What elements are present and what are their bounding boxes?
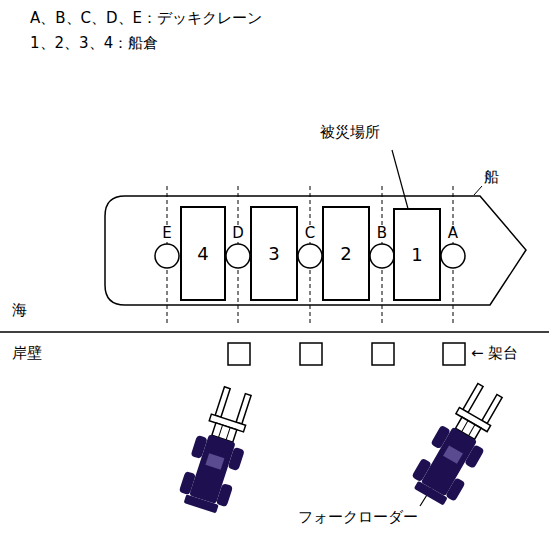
- crane-circle: [368, 242, 396, 270]
- stands: [228, 343, 465, 365]
- cargo-hold: 3: [250, 206, 298, 301]
- deck-crane: A: [439, 226, 467, 270]
- crane-circle: [153, 242, 181, 270]
- forklift: [407, 378, 512, 510]
- crane-circle: [439, 242, 467, 270]
- area-label: 岸壁: [12, 345, 42, 362]
- seawall-line: [0, 331, 549, 333]
- hold-number: 4: [197, 243, 208, 264]
- legend-line: A、B、C、D、E：デッキクレーン: [30, 10, 262, 27]
- crane-letter: E: [161, 226, 172, 241]
- crane-letter: B: [376, 226, 388, 241]
- cargo-hold: 2: [322, 206, 370, 301]
- vehicle-label: フォークローダー: [298, 509, 418, 526]
- cargo-hold: 4: [180, 206, 226, 301]
- area-label: 海: [12, 302, 27, 319]
- pointer-arrow: [392, 150, 410, 216]
- crane-letter: C: [304, 226, 316, 241]
- ship-hull: [105, 196, 526, 305]
- hold-number: 2: [340, 243, 351, 264]
- leader-line: [474, 186, 482, 195]
- crane-letter: D: [231, 226, 245, 241]
- stand-label: ← 架台: [471, 345, 518, 362]
- ship-label: 船: [484, 169, 499, 186]
- crane-lines: [167, 186, 453, 326]
- hold-number: 1: [411, 244, 422, 265]
- deck-crane: C: [296, 226, 324, 270]
- hold-number: 3: [268, 243, 279, 264]
- deck-crane: B: [368, 226, 396, 270]
- deck-crane: D: [224, 226, 252, 270]
- crane-circle: [224, 242, 252, 270]
- deck-crane: E: [153, 226, 181, 270]
- legend-line: 1、2、3、4：船倉: [30, 35, 158, 52]
- crane-circle: [296, 242, 324, 270]
- callout-label: 被災場所: [320, 124, 380, 141]
- crane-letter: A: [447, 226, 459, 241]
- cargo-hold: 1: [393, 208, 441, 301]
- forklift: [176, 383, 262, 515]
